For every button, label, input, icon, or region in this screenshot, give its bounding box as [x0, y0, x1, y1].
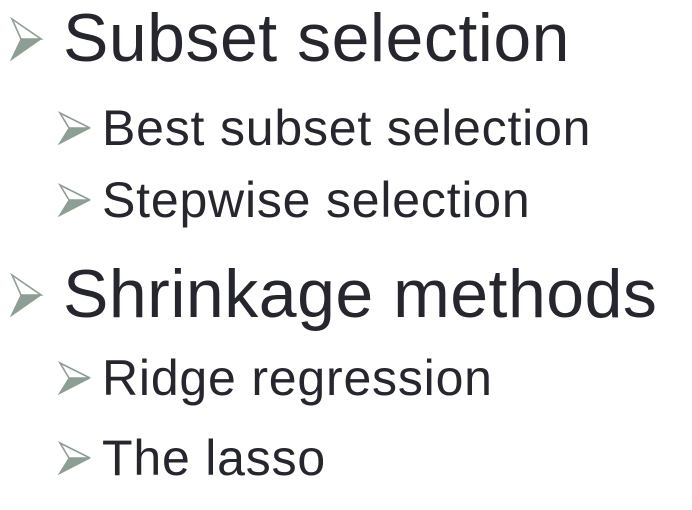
arrowhead-bullet-icon	[58, 441, 91, 475]
list-item-subset-selection: Subset selection	[10, 4, 692, 72]
list-item-label: Stepwise selection	[102, 172, 531, 228]
list-item-best-subset-selection: Best subset selection	[58, 103, 692, 153]
arrowhead-bullet-icon	[58, 111, 91, 145]
arrowhead-bullet-icon	[10, 273, 44, 317]
list-item-label: Subset selection	[63, 0, 570, 76]
arrowhead-bullet-icon	[58, 183, 91, 217]
list-item-ridge-regression: Ridge regression	[58, 353, 692, 403]
arrowhead-bullet-icon	[58, 361, 91, 395]
list-item-label: Best subset selection	[102, 100, 592, 156]
list-item-label: Shrinkage methods	[63, 256, 658, 332]
list-item-label: Ridge regression	[102, 350, 493, 406]
list-item-the-lasso: The lasso	[58, 433, 692, 483]
list-item-stepwise-selection: Stepwise selection	[58, 175, 692, 225]
list-item-shrinkage-methods: Shrinkage methods	[10, 260, 692, 328]
list-item-label: The lasso	[102, 430, 326, 486]
arrowhead-bullet-icon	[10, 17, 44, 61]
